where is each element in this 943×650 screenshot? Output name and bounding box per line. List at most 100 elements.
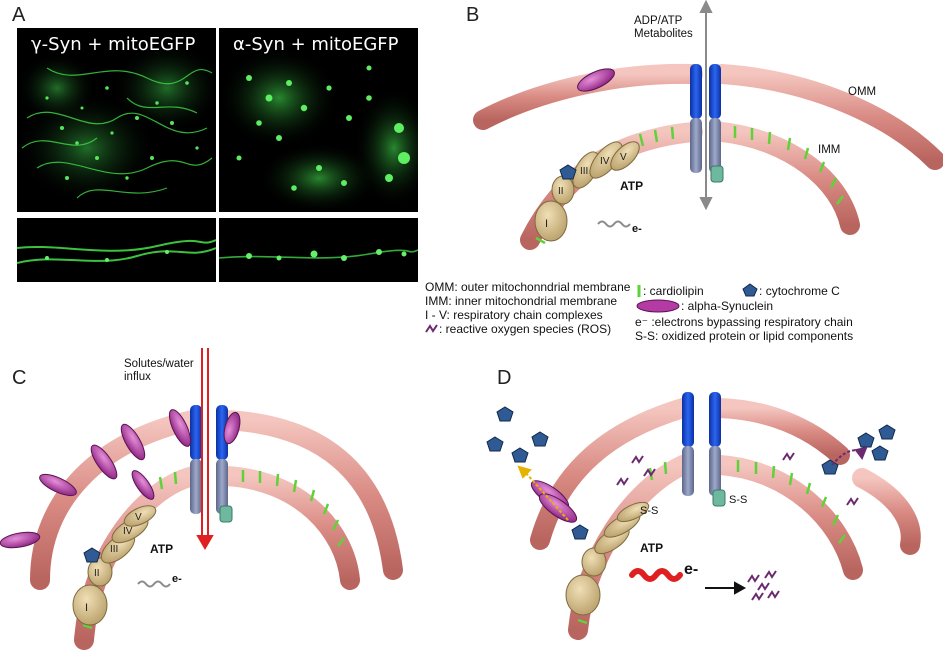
d-cardiolipin-marks	[577, 460, 846, 625]
c-electron-squiggle	[137, 580, 171, 588]
b-roman-1: I	[545, 218, 548, 230]
c-teal-block	[219, 505, 233, 523]
d-omm-right-fragment	[852, 468, 921, 555]
c-channel-grey-left	[190, 459, 202, 514]
legend-ss: S-S: oxidized protein or lipid component…	[635, 329, 854, 343]
b-adp-label-2: Metabolites	[634, 28, 693, 40]
d-channel-blue-right	[709, 392, 721, 447]
b-roman-4: IV	[600, 156, 610, 167]
micrograph-alpha-syn-strip	[219, 218, 418, 282]
legend-complexes: I - V: respiratory chain complexes	[425, 308, 603, 322]
legend-left: OMM: outer mitochonndrial membrane IMM: …	[425, 280, 630, 336]
alpha-strip-texture	[219, 249, 418, 261]
d-purple-arrow	[831, 446, 868, 466]
d-teal-block	[712, 489, 726, 507]
legend-ros-row: : reactive oxygen species (ROS)	[425, 322, 630, 336]
d-electron-label: e-	[684, 561, 698, 578]
legend-imm: IMM: inner mitochondrial membrane	[425, 294, 618, 308]
legend-cytochrome: : cytochrome C	[759, 284, 840, 298]
d-omm-left	[530, 398, 693, 550]
panel-c-letter: C	[12, 367, 27, 389]
d-imm-right	[710, 455, 863, 580]
c-roman-5: V	[135, 512, 142, 523]
alpha-syn-label: α-Syn + mitoEGFP	[233, 34, 399, 55]
c-imm-right	[216, 466, 360, 590]
c-omm-left	[30, 410, 203, 590]
b-metabolite-arrow	[699, 0, 713, 211]
b-channel-grey-left	[690, 118, 702, 173]
b-roman-5: V	[620, 152, 627, 163]
legend-cardiolipin: : cardiolipin	[643, 284, 704, 298]
panel-b-letter: B	[466, 4, 480, 26]
legend-ros: : reactive oxygen species (ROS)	[439, 322, 612, 336]
legend-row-2: : alpha-Synuclein	[635, 299, 940, 313]
legend-right: : cardiolipin : cytochrome C : alpha-Syn…	[635, 283, 940, 343]
panel-a-letter: A	[12, 4, 26, 26]
d-ss-label-1: S-S	[640, 505, 658, 517]
d-channel-grey-left	[682, 446, 694, 496]
c-atp-label: ATP	[150, 542, 173, 556]
d-ss-label-2: S-S	[729, 494, 747, 506]
alpha-syn-texture	[219, 48, 418, 212]
c-roman-2: II	[94, 568, 100, 579]
d-omm-right	[710, 398, 850, 465]
c-roman-1: I	[85, 602, 88, 614]
legend-row-1: : cardiolipin : cytochrome C	[635, 283, 940, 298]
d-ros-cluster	[747, 570, 780, 601]
b-adp-label-1: ADP/ATP	[634, 15, 683, 27]
c-cytochrome-c	[83, 547, 101, 563]
panel-d-letter: D	[497, 367, 512, 389]
cardiolipin-icon	[637, 285, 641, 297]
b-imm-right	[712, 122, 860, 235]
c-influx-arrows	[196, 348, 214, 550]
gamma-syn-label: γ-Syn + mitoEGFP	[31, 34, 196, 55]
b-electron-squiggle	[597, 220, 631, 228]
b-cytochrome-c	[559, 164, 577, 180]
c-influx-label-2: influx	[124, 371, 151, 383]
b-cardiolipin-marks	[535, 126, 844, 245]
b-atp-label: ATP	[620, 179, 643, 193]
micrograph-gamma-syn: γ-Syn + mitoEGFP	[17, 28, 216, 212]
c-influx-label-1: Solutes/water	[124, 358, 194, 370]
c-alpha-synucleins	[0, 409, 241, 549]
b-channel-blue-right	[709, 64, 721, 119]
d-atp-label: ATP	[640, 541, 663, 555]
b-channel-grey-right	[709, 118, 721, 173]
gamma-syn-texture	[17, 43, 216, 203]
c-complexes	[72, 505, 157, 626]
c-electron-label: e-	[172, 573, 182, 585]
d-ros-marks	[616, 452, 859, 506]
synuclein-icon	[636, 299, 680, 313]
d-channel-grey-right	[709, 446, 721, 496]
b-imm-label: IMM	[818, 144, 841, 156]
b-roman-3: III	[580, 166, 588, 177]
legend-omm: OMM: outer mitochonndrial membrane	[425, 280, 631, 294]
legend-electrons: e⁻ :electrons bypassing respiratory chai…	[635, 315, 853, 329]
micrograph-gamma-syn-strip	[17, 218, 216, 282]
legend-synuclein: : alpha-Synuclein	[681, 299, 774, 313]
c-channel-grey-right	[216, 459, 228, 514]
micrograph-alpha-syn: α-Syn + mitoEGFP	[219, 28, 418, 212]
d-channel-blue-left	[682, 392, 694, 447]
d-electron-arrow	[705, 581, 747, 595]
b-omm-label: OMM	[848, 86, 877, 98]
cytochrome-icon	[742, 283, 758, 297]
d-yellow-arrow	[517, 465, 569, 521]
c-omm-right	[216, 410, 403, 580]
b-complexes	[534, 141, 640, 242]
b-electron-label: e-	[632, 223, 642, 235]
b-teal-block	[710, 165, 724, 183]
ros-icon	[425, 324, 438, 333]
b-alpha-synuclein	[577, 68, 615, 92]
b-channel-blue-left	[690, 64, 702, 119]
c-roman-3: III	[110, 544, 118, 555]
c-channel-blue-left	[190, 405, 202, 460]
d-complexes	[565, 501, 650, 616]
b-roman-2: II	[558, 186, 564, 197]
c-channel-blue-right	[216, 405, 228, 460]
d-cytochromes	[486, 406, 896, 540]
b-omm-right	[712, 64, 943, 170]
